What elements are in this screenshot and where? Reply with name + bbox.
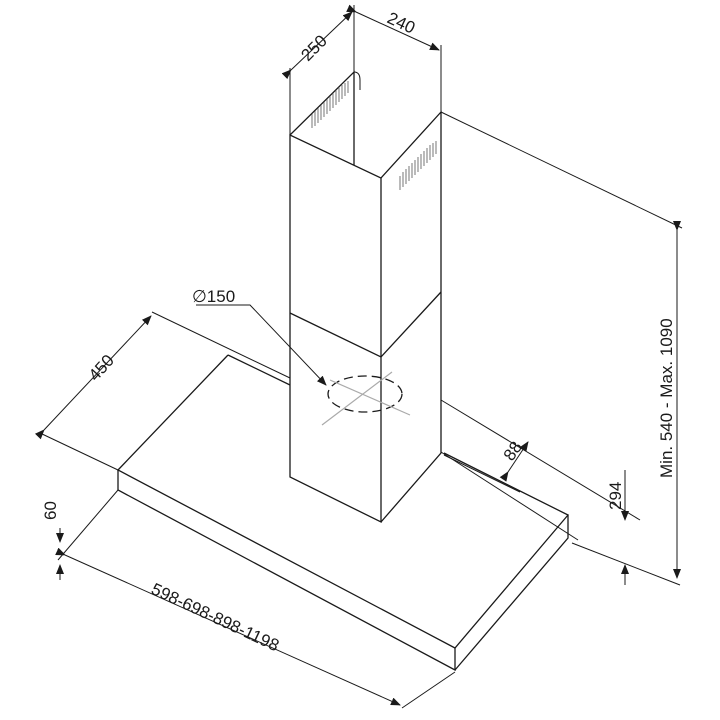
chimney	[289, 70, 442, 524]
label-hood-thickness: 60	[41, 501, 60, 520]
label-total-height: Min. 540 - Max. 1090	[657, 318, 676, 478]
label-hood-rear-height: 294	[606, 482, 625, 510]
duct-opening	[321, 371, 411, 426]
label-duct-offset: 88	[500, 438, 526, 464]
label-duct-diameter: ∅150	[192, 287, 235, 306]
label-chimney-width: 240	[384, 8, 418, 37]
dimension-lines	[34, 4, 683, 709]
vent-grille-right	[399, 141, 437, 190]
label-hood-width: 598-698-898-1198	[148, 579, 282, 655]
canopy	[116, 354, 570, 672]
vent-grille-left	[311, 81, 349, 128]
